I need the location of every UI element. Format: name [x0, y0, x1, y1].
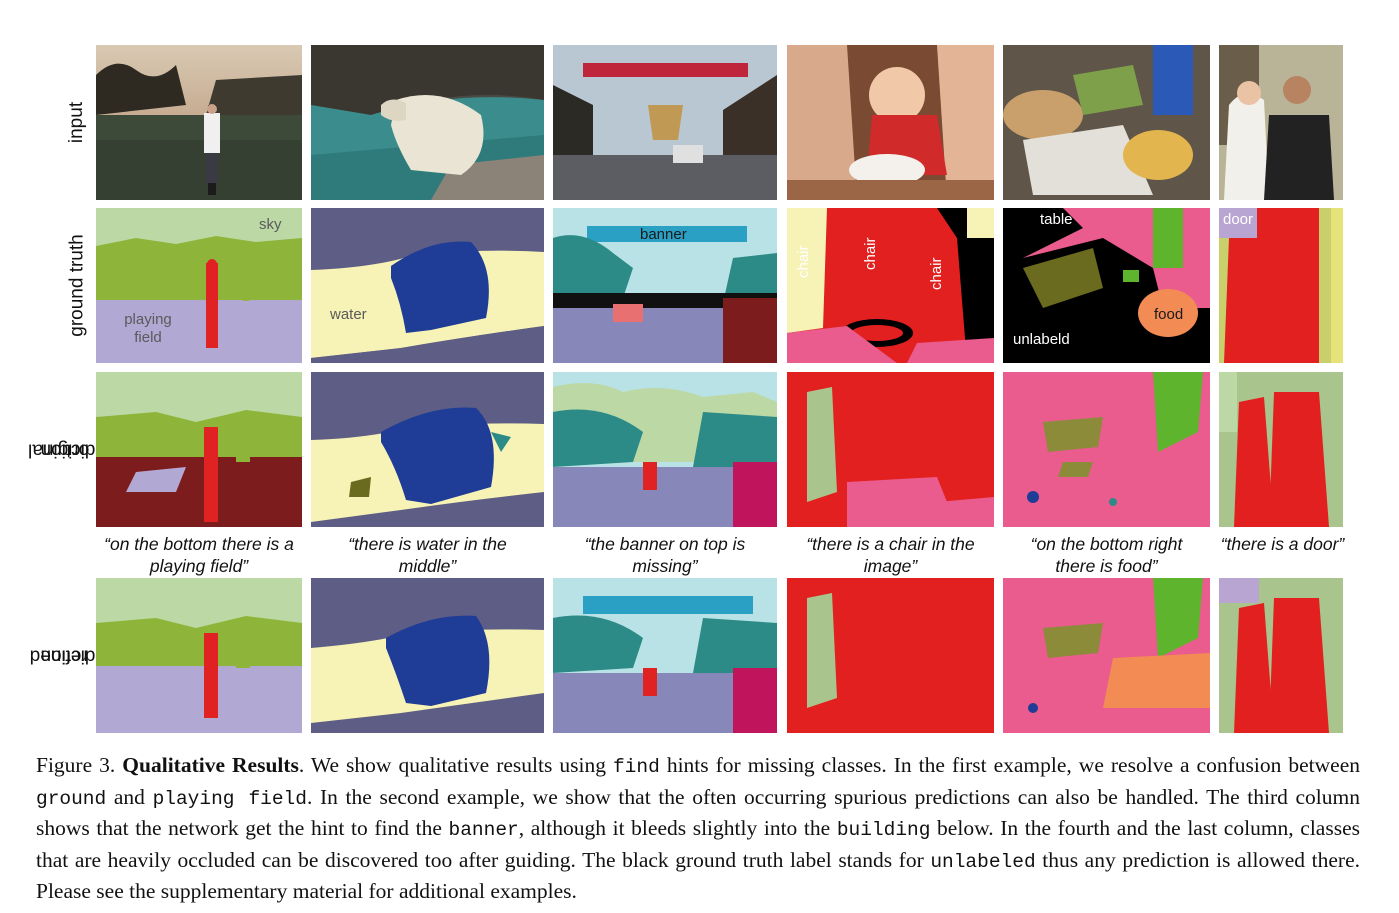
orig-pred-street-banner: [553, 372, 777, 527]
figure-caption: Figure 3. Qualitative Results. We show q…: [36, 753, 1361, 903]
orig-pred-food-table: [1003, 372, 1210, 527]
input-image-polar-bear: [311, 45, 544, 200]
code-banner: banner: [448, 819, 519, 841]
refined-pred-street-banner: [553, 578, 777, 733]
gt-child-eating: [787, 208, 994, 363]
gt-food-table: [1003, 208, 1210, 363]
gt-tennis: [96, 208, 302, 363]
input-image-street-banner: [553, 45, 777, 200]
gt-label-chair-2: chair: [862, 237, 879, 270]
input-image-tennis: [96, 45, 302, 200]
gt-couple-door: [1219, 208, 1343, 363]
input-image-couple-door: [1219, 45, 1343, 200]
gt-label-banner: banner: [640, 226, 687, 243]
row-label-ground-truth: ground truth: [66, 234, 88, 337]
refined-pred-food-table: [1003, 578, 1210, 733]
gt-label-chair-3: chair: [928, 257, 945, 290]
gt-label-door: door: [1223, 211, 1254, 228]
figure-title: Qualitative Results: [122, 753, 299, 777]
gt-polar-bear: [311, 208, 544, 363]
gt-label-table: table: [1040, 211, 1073, 228]
orig-pred-couple-door: [1219, 372, 1343, 527]
orig-pred-child-eating: [787, 372, 994, 527]
gt-street-banner: [553, 208, 777, 363]
orig-pred-polar-bear: [311, 372, 544, 527]
input-image-child-eating: [787, 45, 994, 200]
figure-number: Figure 3.: [36, 753, 116, 777]
gt-label-food: food: [1154, 306, 1184, 323]
refined-pred-couple-door: [1219, 578, 1343, 733]
hint-6: “there is a door”: [1220, 534, 1345, 554]
gt-label-unlabeld: unlabeld: [1013, 331, 1070, 348]
gt-label-water: water: [330, 306, 367, 323]
code-find: find: [612, 756, 660, 778]
refined-pred-tennis: [96, 578, 302, 733]
code-building: building: [836, 819, 931, 841]
gt-label-sky: sky: [259, 216, 282, 233]
refined-pred-polar-bear: [311, 578, 544, 733]
refined-pred-child-eating: [787, 578, 994, 733]
code-unlabeled: unlabeled: [930, 850, 1036, 873]
gt-label-chair-1: chair: [795, 245, 812, 278]
code-ground: ground: [36, 787, 107, 810]
orig-pred-tennis: [96, 372, 302, 527]
row-label-input: input: [66, 101, 88, 144]
input-image-food-table: [1003, 45, 1210, 200]
code-playing-field: playing field: [152, 787, 307, 810]
